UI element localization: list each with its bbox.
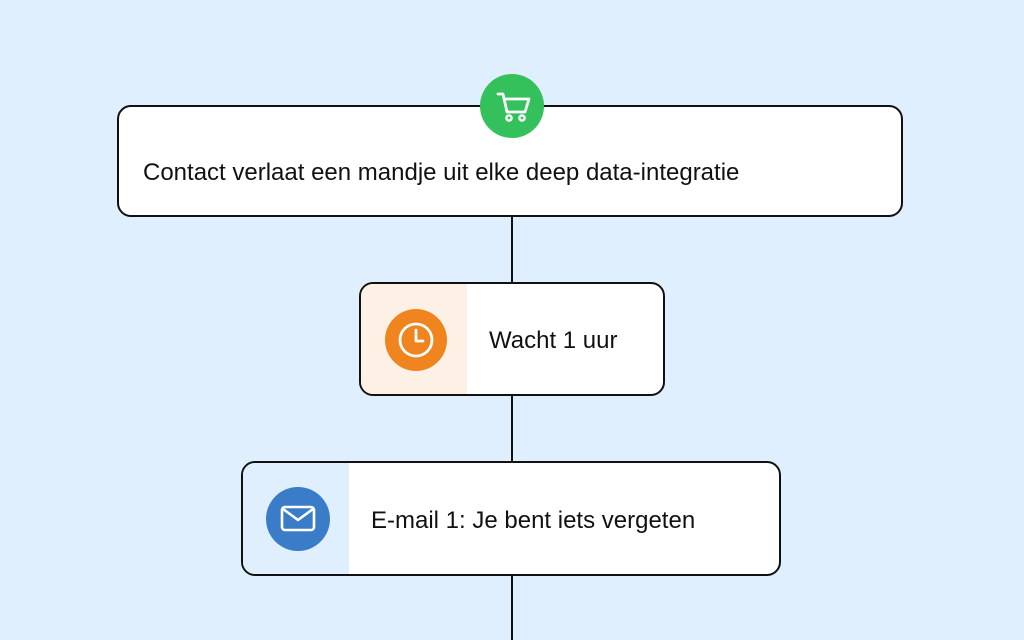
clock-icon <box>385 309 447 371</box>
envelope-icon <box>266 487 330 551</box>
wait-label: Wacht 1 uur <box>489 327 618 354</box>
connector-trigger-to-wait <box>511 215 513 284</box>
wait-node[interactable]: Wacht 1 uur <box>359 282 665 396</box>
email-node[interactable]: E-mail 1: Je bent iets vergeten <box>241 461 781 576</box>
cart-icon <box>480 74 544 138</box>
connector-email-to-next <box>511 574 513 640</box>
trigger-label: Contact verlaat een mandje uit elke deep… <box>143 159 740 186</box>
connector-wait-to-email <box>511 394 513 464</box>
email-label: E-mail 1: Je bent iets vergeten <box>371 507 696 534</box>
